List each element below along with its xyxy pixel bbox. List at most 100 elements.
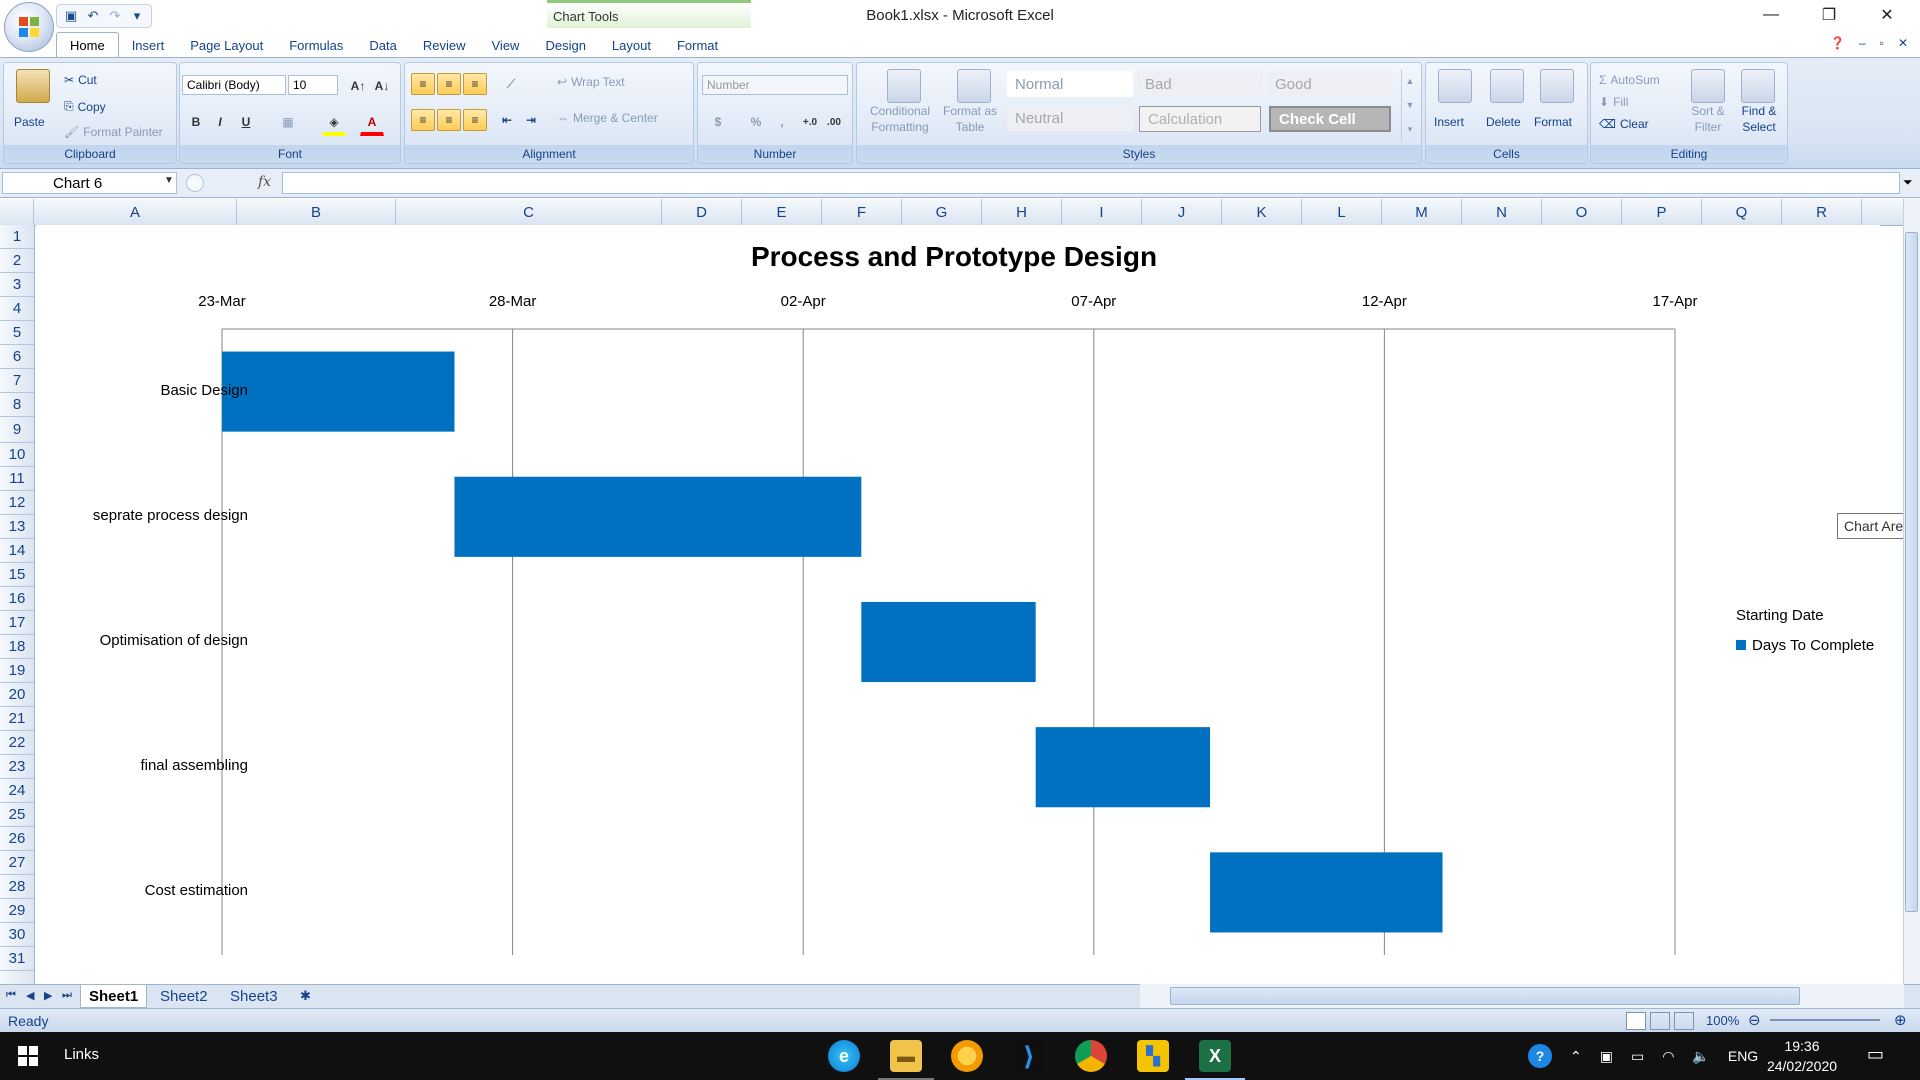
ribbon-minimize-icon[interactable]: – (1858, 36, 1866, 50)
paste-button[interactable]: Paste (14, 115, 45, 129)
column-header[interactable]: M (1382, 199, 1462, 225)
excel-icon[interactable]: X (1199, 1040, 1231, 1072)
ribbon-restore-icon[interactable]: ▫ (1879, 36, 1884, 50)
row-header[interactable]: 30 (0, 923, 34, 947)
chart-legend[interactable]: Starting Date Days To Complete (1736, 600, 1874, 660)
column-header[interactable]: D (662, 199, 742, 225)
windows-start-icon[interactable] (18, 1046, 38, 1066)
row-header[interactable]: 10 (0, 443, 34, 467)
style-bad[interactable]: Bad (1137, 71, 1263, 97)
copy-button[interactable]: ⎘Copy (64, 99, 106, 114)
expand-formula-icon[interactable]: ⏷ (1903, 175, 1913, 189)
style-normal[interactable]: Normal (1007, 71, 1133, 97)
help-tray-icon[interactable]: ? (1528, 1044, 1552, 1068)
file-explorer-icon[interactable]: ▬ (890, 1040, 922, 1072)
volume-icon[interactable]: 🔈 (1692, 1047, 1710, 1064)
zoom-level[interactable]: 100% (1706, 1013, 1740, 1028)
bold-button[interactable]: B (191, 115, 201, 129)
row-header[interactable]: 12 (0, 491, 34, 515)
style-check-cell[interactable]: Check Cell (1269, 106, 1391, 132)
row-header[interactable]: 16 (0, 587, 34, 611)
column-header[interactable]: R (1782, 199, 1862, 225)
tab-formulas[interactable]: Formulas (289, 37, 344, 53)
normal-view-icon[interactable] (1626, 1012, 1646, 1030)
currency-icon[interactable]: $ (714, 115, 722, 129)
sheet-tab-sheet1[interactable]: Sheet1 (80, 985, 148, 1008)
row-header[interactable]: 3 (0, 273, 34, 297)
row-header[interactable]: 11 (0, 467, 34, 491)
font-color-icon[interactable]: A (360, 111, 384, 136)
format-button[interactable]: Format (1534, 115, 1573, 129)
show-hidden-icons[interactable]: ⌃ (1570, 1047, 1582, 1064)
font-size-combo[interactable]: 10 (288, 75, 338, 95)
tab-home[interactable]: Home (56, 32, 119, 58)
borders-icon[interactable]: ▦ (282, 115, 294, 129)
row-header[interactable]: 1 (0, 225, 34, 249)
insert-function-icon[interactable]: fx (258, 174, 272, 190)
sort-filter-button[interactable]: Sort & Filter (1691, 104, 1725, 134)
page-layout-view-icon[interactable] (1650, 1012, 1670, 1030)
row-header[interactable]: 31 (0, 947, 34, 971)
row-header[interactable]: 19 (0, 659, 34, 683)
language-indicator[interactable]: ENG (1727, 1048, 1759, 1064)
column-header[interactable]: I (1062, 199, 1142, 225)
notifications-icon[interactable]: ▭ (1867, 1044, 1885, 1064)
tab-format[interactable]: Format (676, 37, 719, 53)
fill-button[interactable]: ⬇Fill (1599, 95, 1628, 109)
zoom-out-icon[interactable]: ⊖ (1748, 1012, 1761, 1029)
align-right-icon[interactable]: ≡ (463, 109, 487, 131)
row-header[interactable]: 6 (0, 345, 34, 369)
increase-decimal-icon[interactable]: +.0 (802, 116, 818, 128)
number-format-combo[interactable]: Number (702, 75, 848, 95)
horizontal-scroll-thumb[interactable] (1170, 987, 1800, 1005)
gantt-bar[interactable] (454, 476, 862, 557)
edge-icon[interactable]: e (828, 1040, 860, 1072)
last-sheet-icon[interactable]: ⏭ (62, 989, 72, 1001)
column-header[interactable]: J (1142, 199, 1222, 225)
ribbon-close-icon[interactable]: ✕ (1897, 36, 1908, 50)
align-bottom-icon[interactable]: ≡ (463, 73, 487, 95)
row-header[interactable]: 25 (0, 803, 34, 827)
comma-button[interactable]: , (780, 115, 784, 129)
column-header[interactable]: N (1462, 199, 1542, 225)
wrap-text-button[interactable]: ↩Wrap Text (557, 75, 625, 89)
network-drive-icon[interactable]: ▣ (1599, 1047, 1613, 1064)
row-header[interactable]: 26 (0, 827, 34, 851)
row-header[interactable]: 13 (0, 515, 34, 539)
next-sheet-icon[interactable]: ▶ (44, 990, 53, 1002)
customize-qat-icon[interactable]: ▾ (133, 8, 141, 23)
row-header[interactable]: 20 (0, 683, 34, 707)
page-break-view-icon[interactable] (1674, 1012, 1694, 1030)
name-box-dropdown-icon[interactable]: ▼ (164, 175, 174, 186)
minimize-button[interactable]: — (1763, 6, 1779, 23)
tab-design[interactable]: Design (545, 37, 586, 53)
italic-button[interactable]: I (218, 115, 222, 129)
shrink-font-icon[interactable]: A↓ (374, 79, 390, 93)
zoom-slider[interactable] (1770, 1019, 1880, 1021)
column-header[interactable]: Q (1702, 199, 1782, 225)
column-header[interactable]: K (1222, 199, 1302, 225)
vscode-icon[interactable]: ⟩ (1013, 1040, 1045, 1072)
style-neutral[interactable]: Neutral (1007, 105, 1133, 131)
underline-button[interactable]: U (241, 115, 251, 129)
row-header[interactable]: 17 (0, 611, 34, 635)
merge-center-button[interactable]: ⇔Merge & Center (557, 111, 658, 125)
row-header[interactable]: 8 (0, 393, 34, 417)
insert-button[interactable]: Insert (1434, 115, 1465, 129)
column-header[interactable]: A (34, 199, 237, 225)
restore-button[interactable]: ❐ (1821, 7, 1837, 24)
clear-button[interactable]: ⌫Clear (1599, 117, 1649, 131)
delete-button[interactable]: Delete (1486, 115, 1521, 129)
column-header[interactable]: C (396, 199, 662, 225)
orientation-icon[interactable]: ⟋ (506, 76, 516, 91)
tab-view[interactable]: View (491, 37, 520, 53)
row-header[interactable]: 15 (0, 563, 34, 587)
column-header[interactable]: H (982, 199, 1062, 225)
gantt-bar[interactable] (861, 601, 1036, 683)
zoom-in-icon[interactable]: ⊕ (1894, 1012, 1907, 1029)
gantt-bar[interactable] (1210, 852, 1443, 933)
font-name-combo[interactable]: Calibri (Body) (182, 75, 286, 95)
row-header[interactable]: 22 (0, 731, 34, 755)
